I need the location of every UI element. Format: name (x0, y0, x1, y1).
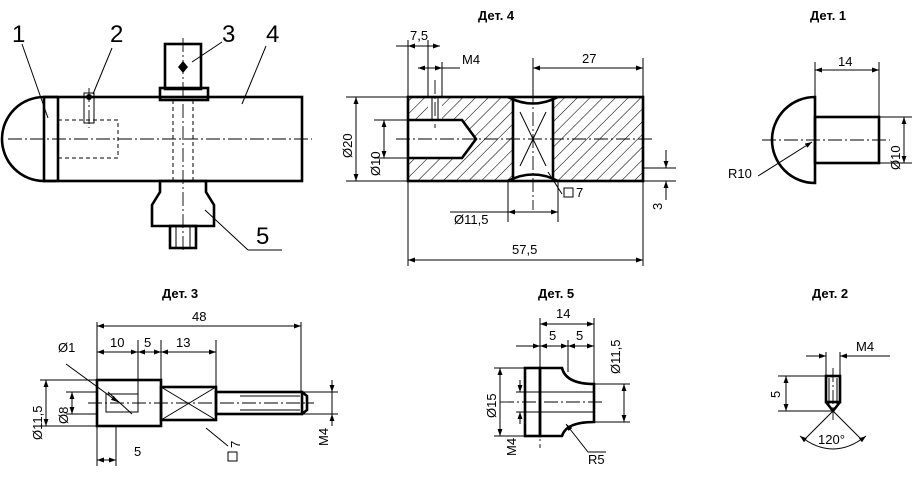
part-3-dim-48: 48 (192, 309, 206, 324)
part-3-square-7: 7 (228, 441, 243, 448)
part-4-square-7: 7 (576, 185, 583, 200)
part-2-thread-m4: M4 (856, 339, 874, 354)
part-5-thread-m4: M4 (504, 438, 519, 456)
assembly-view: 1 2 3 4 5 (0, 21, 312, 251)
part-4-dim-7-5: 7,5 (410, 28, 428, 43)
callout-3: 3 (222, 21, 235, 48)
callout-4: 4 (266, 21, 279, 48)
part-1-title: Дет. 1 (810, 8, 846, 23)
part-3-title: Дет. 3 (162, 286, 198, 301)
part-3-dia-8: Ø8 (56, 407, 71, 424)
part-3-dim-5b: 5 (134, 444, 141, 459)
part-5-dim-5b: 5 (576, 328, 583, 343)
part-1-radius-10: R10 (728, 166, 752, 181)
part-2-dim-5: 5 (768, 391, 783, 398)
part-3-dim-5a: 5 (144, 335, 151, 350)
part-5-radius-5: R5 (588, 452, 605, 467)
part-1-dia-10: Ø10 (888, 145, 903, 170)
part-5-dia-15: Ø15 (484, 393, 499, 418)
part-5-dim-5a: 5 (549, 328, 556, 343)
part-3-dim-10: 10 (110, 335, 124, 350)
part-2-angle-120: 120° (818, 432, 845, 447)
part-5-dia-11-5: Ø11,5 (608, 340, 623, 374)
part-4-dim-3: 3 (650, 203, 665, 210)
part-4-dim-57-5: 57,5 (512, 242, 537, 257)
part-5-dim-14: 14 (556, 306, 570, 321)
part-4-dia-11-5: Ø11,5 (454, 212, 488, 227)
part-4-thread-m4: M4 (462, 52, 480, 67)
part-4-section: Дет. 4 (340, 8, 676, 266)
part-4-dim-27: 27 (582, 51, 596, 66)
part-3-dia-11-5: Ø11,5 (30, 406, 45, 440)
part-3-view: Дет. 3 (30, 286, 338, 466)
part-3-dia-1: Ø1 (58, 340, 75, 355)
callout-1: 1 (12, 21, 25, 48)
part-5-title: Дет. 5 (538, 286, 574, 301)
part-1-view: Дет. 1 14 R10 Ø10 (728, 8, 912, 185)
part-3-dim-13: 13 (176, 335, 190, 350)
part-2-title: Дет. 2 (812, 286, 848, 301)
part-4-dia-20: Ø20 (340, 133, 355, 158)
callout-5: 5 (256, 223, 269, 250)
part-4-title: Дет. 4 (478, 8, 515, 23)
part-5-view: Дет. 5 14 5 5 Ø11,5 Ø15 M4 (484, 286, 630, 467)
part-3-thread-m4: M4 (316, 428, 331, 446)
part-1-dim-14: 14 (838, 54, 852, 69)
callout-2: 2 (110, 21, 123, 48)
part-2-view: Дет. 2 M4 5 120° (768, 286, 890, 450)
part-4-dia-10: Ø10 (368, 151, 383, 176)
